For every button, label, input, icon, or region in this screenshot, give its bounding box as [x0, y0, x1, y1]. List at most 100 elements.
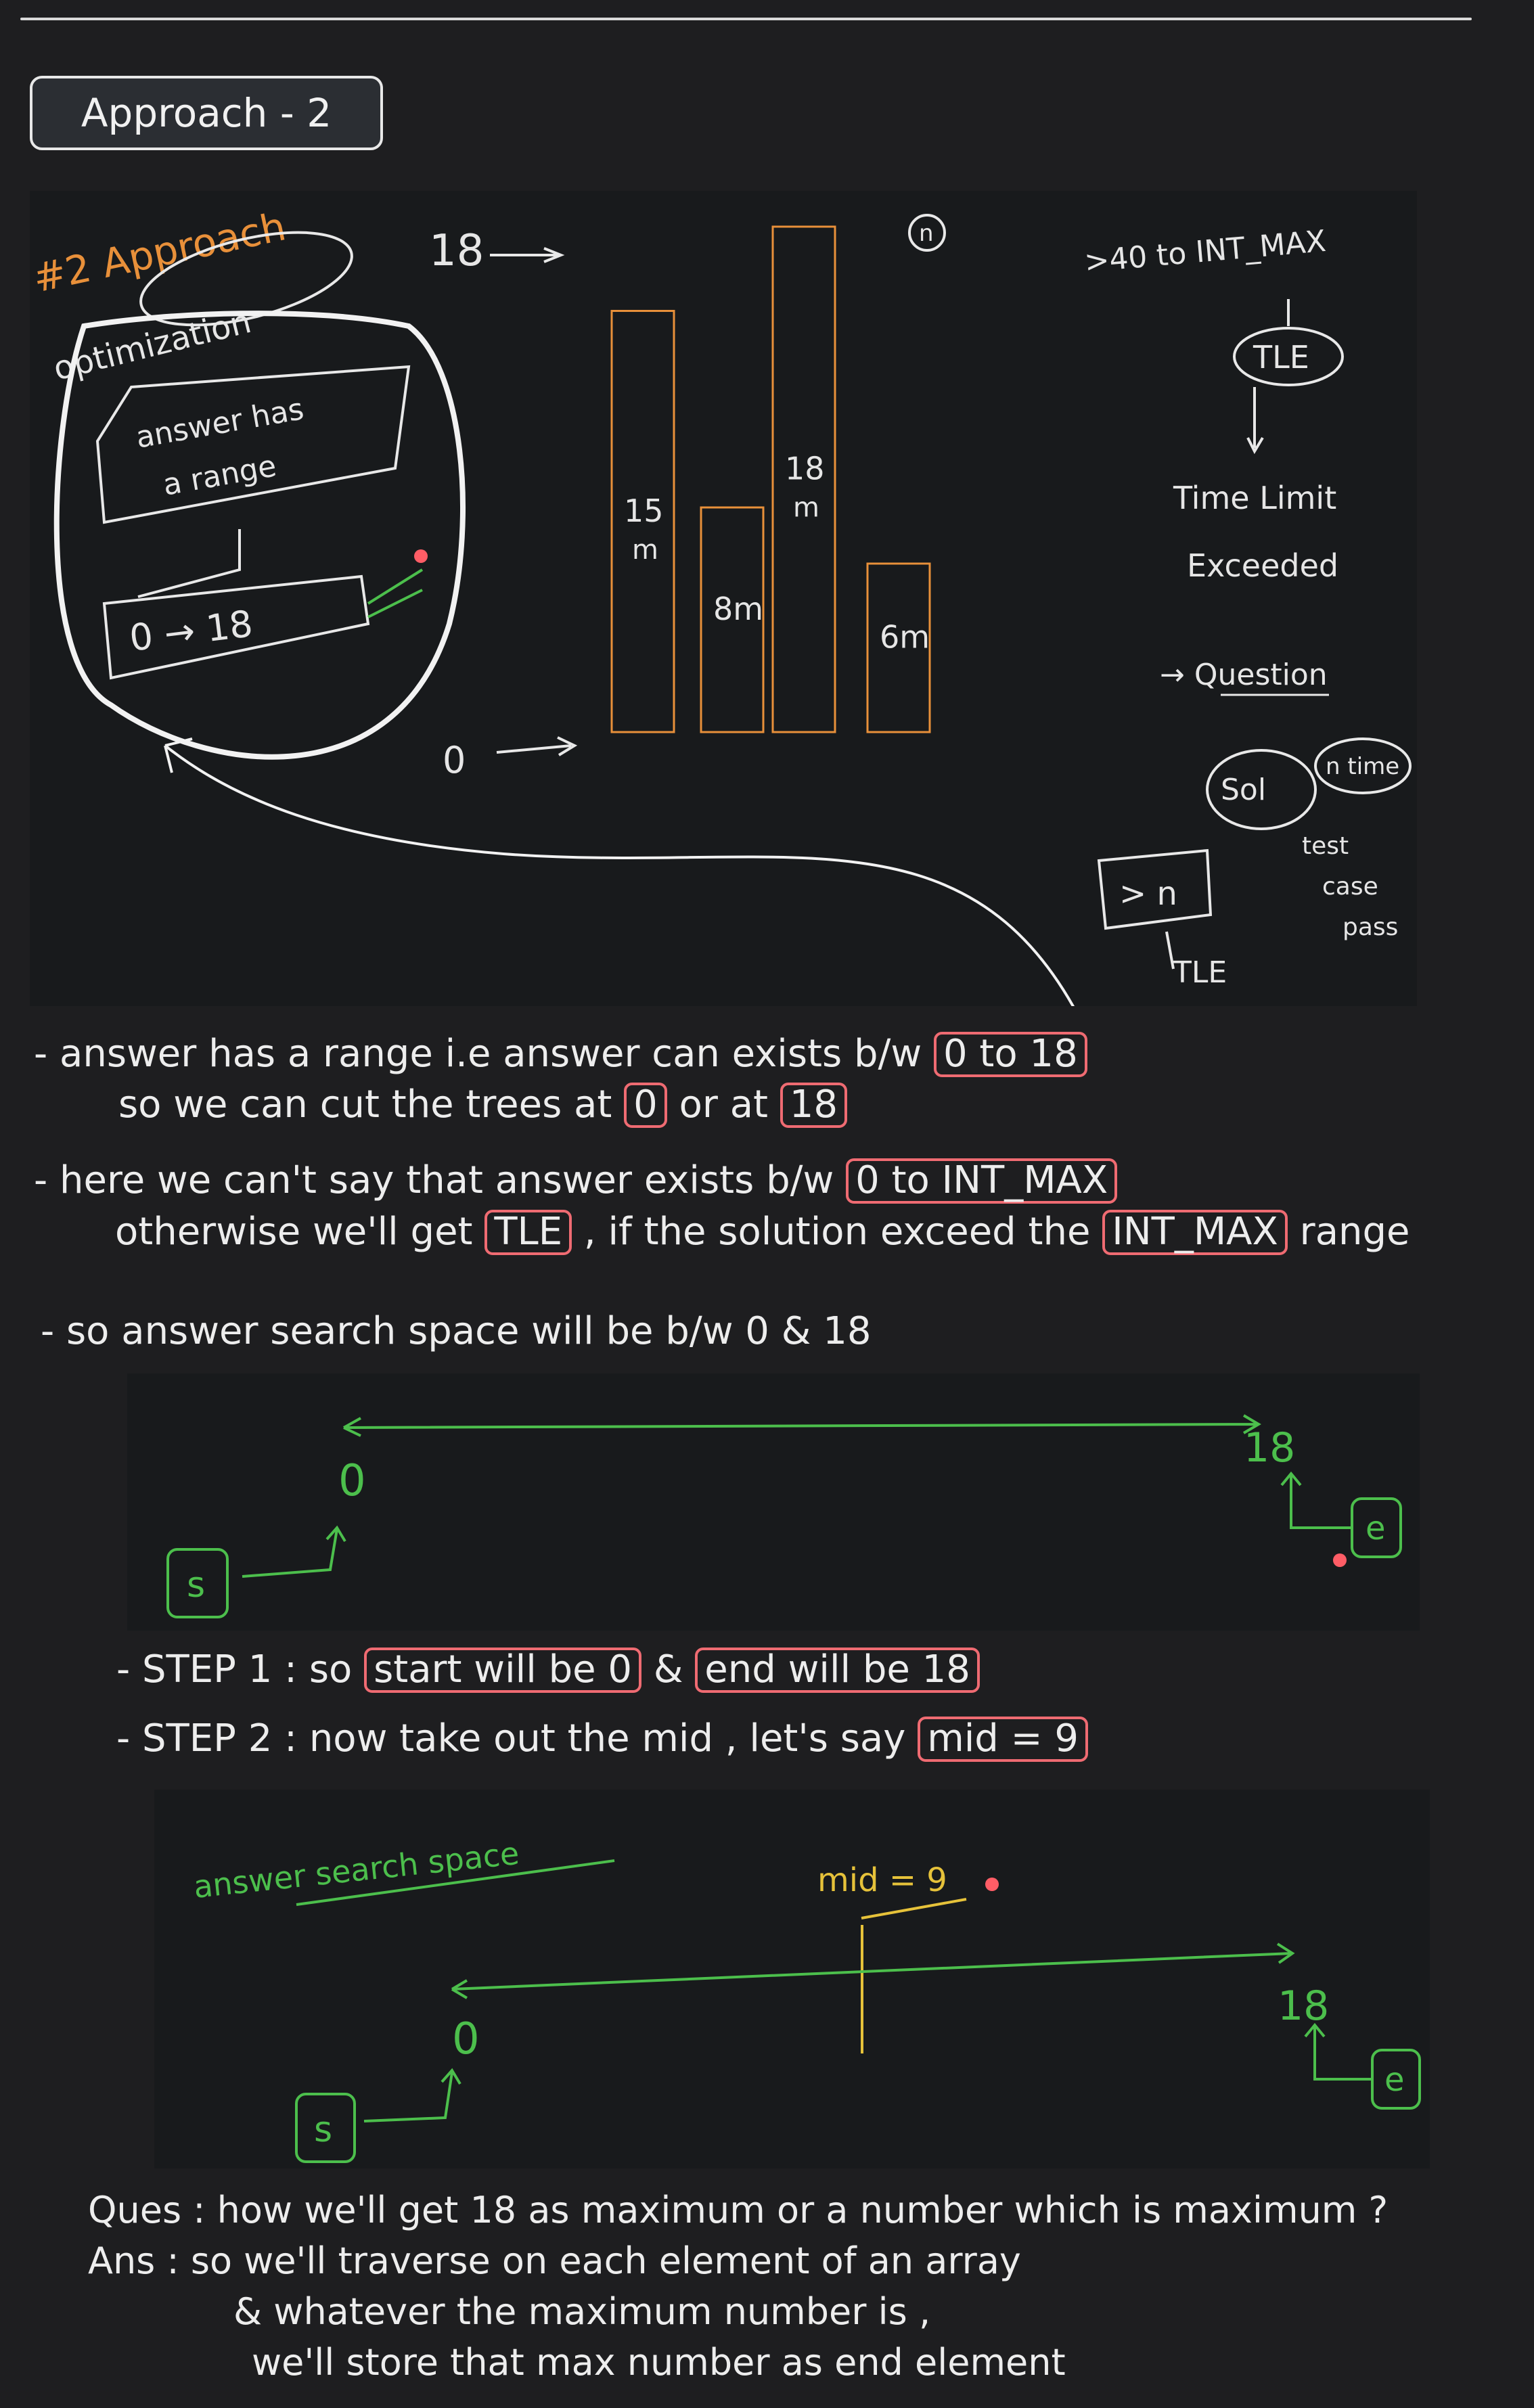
- tle-meaning-2: Exceeded: [1187, 547, 1338, 584]
- note-line-4: otherwise we'll get TLE , if the solutio…: [115, 1210, 1410, 1255]
- range-loop: [53, 311, 466, 760]
- tree-bar: [771, 225, 836, 733]
- mid-zero-label: 0: [452, 2014, 480, 2064]
- ntime-label: n time: [1326, 753, 1399, 780]
- tle-meaning-1: Time Limit: [1173, 480, 1336, 516]
- note-line-5-text: - so answer search space will be b/w 0 &…: [41, 1309, 872, 1353]
- mid-s-arrow: [363, 2068, 461, 2122]
- mid-s-box: [295, 2093, 356, 2163]
- tree-bars: 15 m 8m 18 m 6m: [610, 225, 931, 733]
- diagram-search-space-canvas: 0 18 s e: [166, 1414, 1402, 1618]
- sol-label: Sol: [1221, 773, 1266, 807]
- step-2-highlight: mid = 9: [918, 1717, 1088, 1762]
- eighteen-label: 18: [1244, 1424, 1295, 1472]
- mid-label: mid = 9: [817, 1861, 947, 1899]
- tree-bar-unit: m: [793, 493, 819, 524]
- green-mark-2: [367, 589, 423, 618]
- e-arrow: [1280, 1471, 1352, 1529]
- note-line-3: - here we can't say that answer exists b…: [34, 1158, 1118, 1204]
- tree-bar: [866, 562, 931, 733]
- note-line-2-text: so we can cut the trees at: [118, 1083, 612, 1127]
- tle-arrow: [1246, 387, 1264, 455]
- note-line-4-highlight-1: TLE: [484, 1210, 572, 1255]
- tree-bar-label: 6m: [880, 619, 930, 656]
- search-line: [343, 1414, 1261, 1437]
- note-line-4-mid: , if the solution exceed the: [583, 1210, 1091, 1254]
- n-circle-label: n: [919, 220, 934, 247]
- test-case-2: case: [1322, 873, 1378, 901]
- qa-answer-2-text: & whatever the maximum number is ,: [233, 2290, 931, 2333]
- tree-bar: [610, 310, 675, 733]
- bottom-arrow-label: 0: [443, 739, 466, 781]
- step-1-text: - STEP 1 : so: [116, 1648, 353, 1691]
- note-line-2-mid: or at: [679, 1083, 768, 1127]
- tree-bar-label: 15: [624, 493, 664, 529]
- step-1: - STEP 1 : so start will be 0 & end will…: [116, 1648, 980, 1693]
- section-title-box: Approach - 2: [30, 76, 383, 150]
- bottom-arrow: [496, 736, 578, 756]
- qa-answer-2: & whatever the maximum number is ,: [233, 2290, 930, 2333]
- diagram-trees-canvas: #2 Approach optimization answer has a ra…: [29, 203, 1412, 1017]
- laser-dot-3: [985, 1878, 999, 1891]
- range-arrow: [137, 529, 241, 598]
- qa-answer-1: Ans : so we'll traverse on each element …: [88, 2240, 1021, 2282]
- qa-answer-3: we'll store that max number as end eleme…: [252, 2341, 1066, 2384]
- n-circle: [908, 214, 946, 252]
- diagram-trees: #2 Approach optimization answer has a ra…: [29, 191, 1417, 1017]
- step-2: - STEP 2 : now take out the mid , let's …: [116, 1717, 1088, 1762]
- s-box: [166, 1548, 229, 1618]
- gt-n-box: [1097, 848, 1213, 930]
- mid-diagram-title: answer search space: [192, 1835, 521, 1905]
- top-divider: [20, 18, 1472, 20]
- laser-dot-2: [1333, 1553, 1347, 1567]
- mid-search-line: [451, 1943, 1295, 1999]
- diagram-mid: answer search space mid = 9 0 18 s e: [154, 1790, 1430, 2168]
- note-line-5: - so answer search space will be b/w 0 &…: [41, 1309, 871, 1353]
- note-line-1: - answer has a range i.e answer can exis…: [34, 1032, 1087, 1077]
- tle-label: TLE: [1253, 339, 1309, 376]
- ntime-ellipse: [1314, 737, 1412, 794]
- step-1-mid: &: [653, 1648, 683, 1691]
- note-line-3-text: - here we can't say that answer exists b…: [34, 1158, 834, 1202]
- top-arrow: [490, 247, 565, 263]
- top-arrow-label: 18: [429, 226, 484, 276]
- range-note-box: [95, 365, 411, 524]
- back-arrow: [164, 744, 1080, 1017]
- note-line-1-text: - answer has a range i.e answer can exis…: [34, 1032, 922, 1076]
- range-value-box: [102, 574, 370, 680]
- test-case-1: test: [1302, 832, 1349, 860]
- tree-bar-label: 8m: [713, 591, 763, 627]
- note-line-2-highlight-2: 18: [780, 1083, 848, 1128]
- qa-question: Ques : how we'll get 18 as maximum or a …: [88, 2189, 1388, 2231]
- note-line-2: so we can cut the trees at 0 or at 18: [118, 1083, 848, 1128]
- test-case-3: pass: [1343, 913, 1398, 941]
- e-label: e: [1366, 1509, 1386, 1547]
- range-note-line1: answer has: [133, 392, 307, 455]
- mid-eighteen-label: 18: [1278, 1982, 1329, 2030]
- gt-n-arrow: [1165, 931, 1175, 970]
- s-arrow: [242, 1525, 346, 1578]
- qa-question-text: Ques : how we'll get 18 as maximum or a …: [88, 2189, 1389, 2231]
- tree-bar: [700, 506, 765, 733]
- mid-s-label: s: [314, 2110, 332, 2150]
- note-line-1-highlight: 0 to 18: [933, 1032, 1087, 1077]
- zero-label: 0: [338, 1456, 366, 1506]
- tree-bar-unit: m: [632, 535, 658, 566]
- step-1-highlight-1: start will be 0: [364, 1648, 641, 1693]
- range-note-line2: a range: [160, 449, 279, 503]
- title-underline: [296, 1859, 615, 1906]
- note-line-4-suffix: range: [1299, 1210, 1410, 1254]
- mid-e-label: e: [1384, 2061, 1405, 2099]
- qa-answer-3-text: we'll store that max number as end eleme…: [252, 2341, 1066, 2384]
- laser-dot: [414, 549, 428, 563]
- note-line-4-text: otherwise we'll get: [115, 1210, 473, 1254]
- step-2-text: - STEP 2 : now take out the mid , let's …: [116, 1717, 906, 1760]
- qa-answer-1-text: Ans : so we'll traverse on each element …: [88, 2240, 1021, 2282]
- mid-e-arrow: [1304, 2022, 1372, 2081]
- question-note: → Question: [1160, 658, 1328, 692]
- tree-bar-label: 18: [785, 451, 825, 487]
- step-1-highlight-2: end will be 18: [695, 1648, 980, 1693]
- approach-note: #2 Approach: [30, 203, 290, 301]
- note-line-2-highlight-1: 0: [624, 1083, 667, 1128]
- approach-ellipse: [139, 231, 353, 327]
